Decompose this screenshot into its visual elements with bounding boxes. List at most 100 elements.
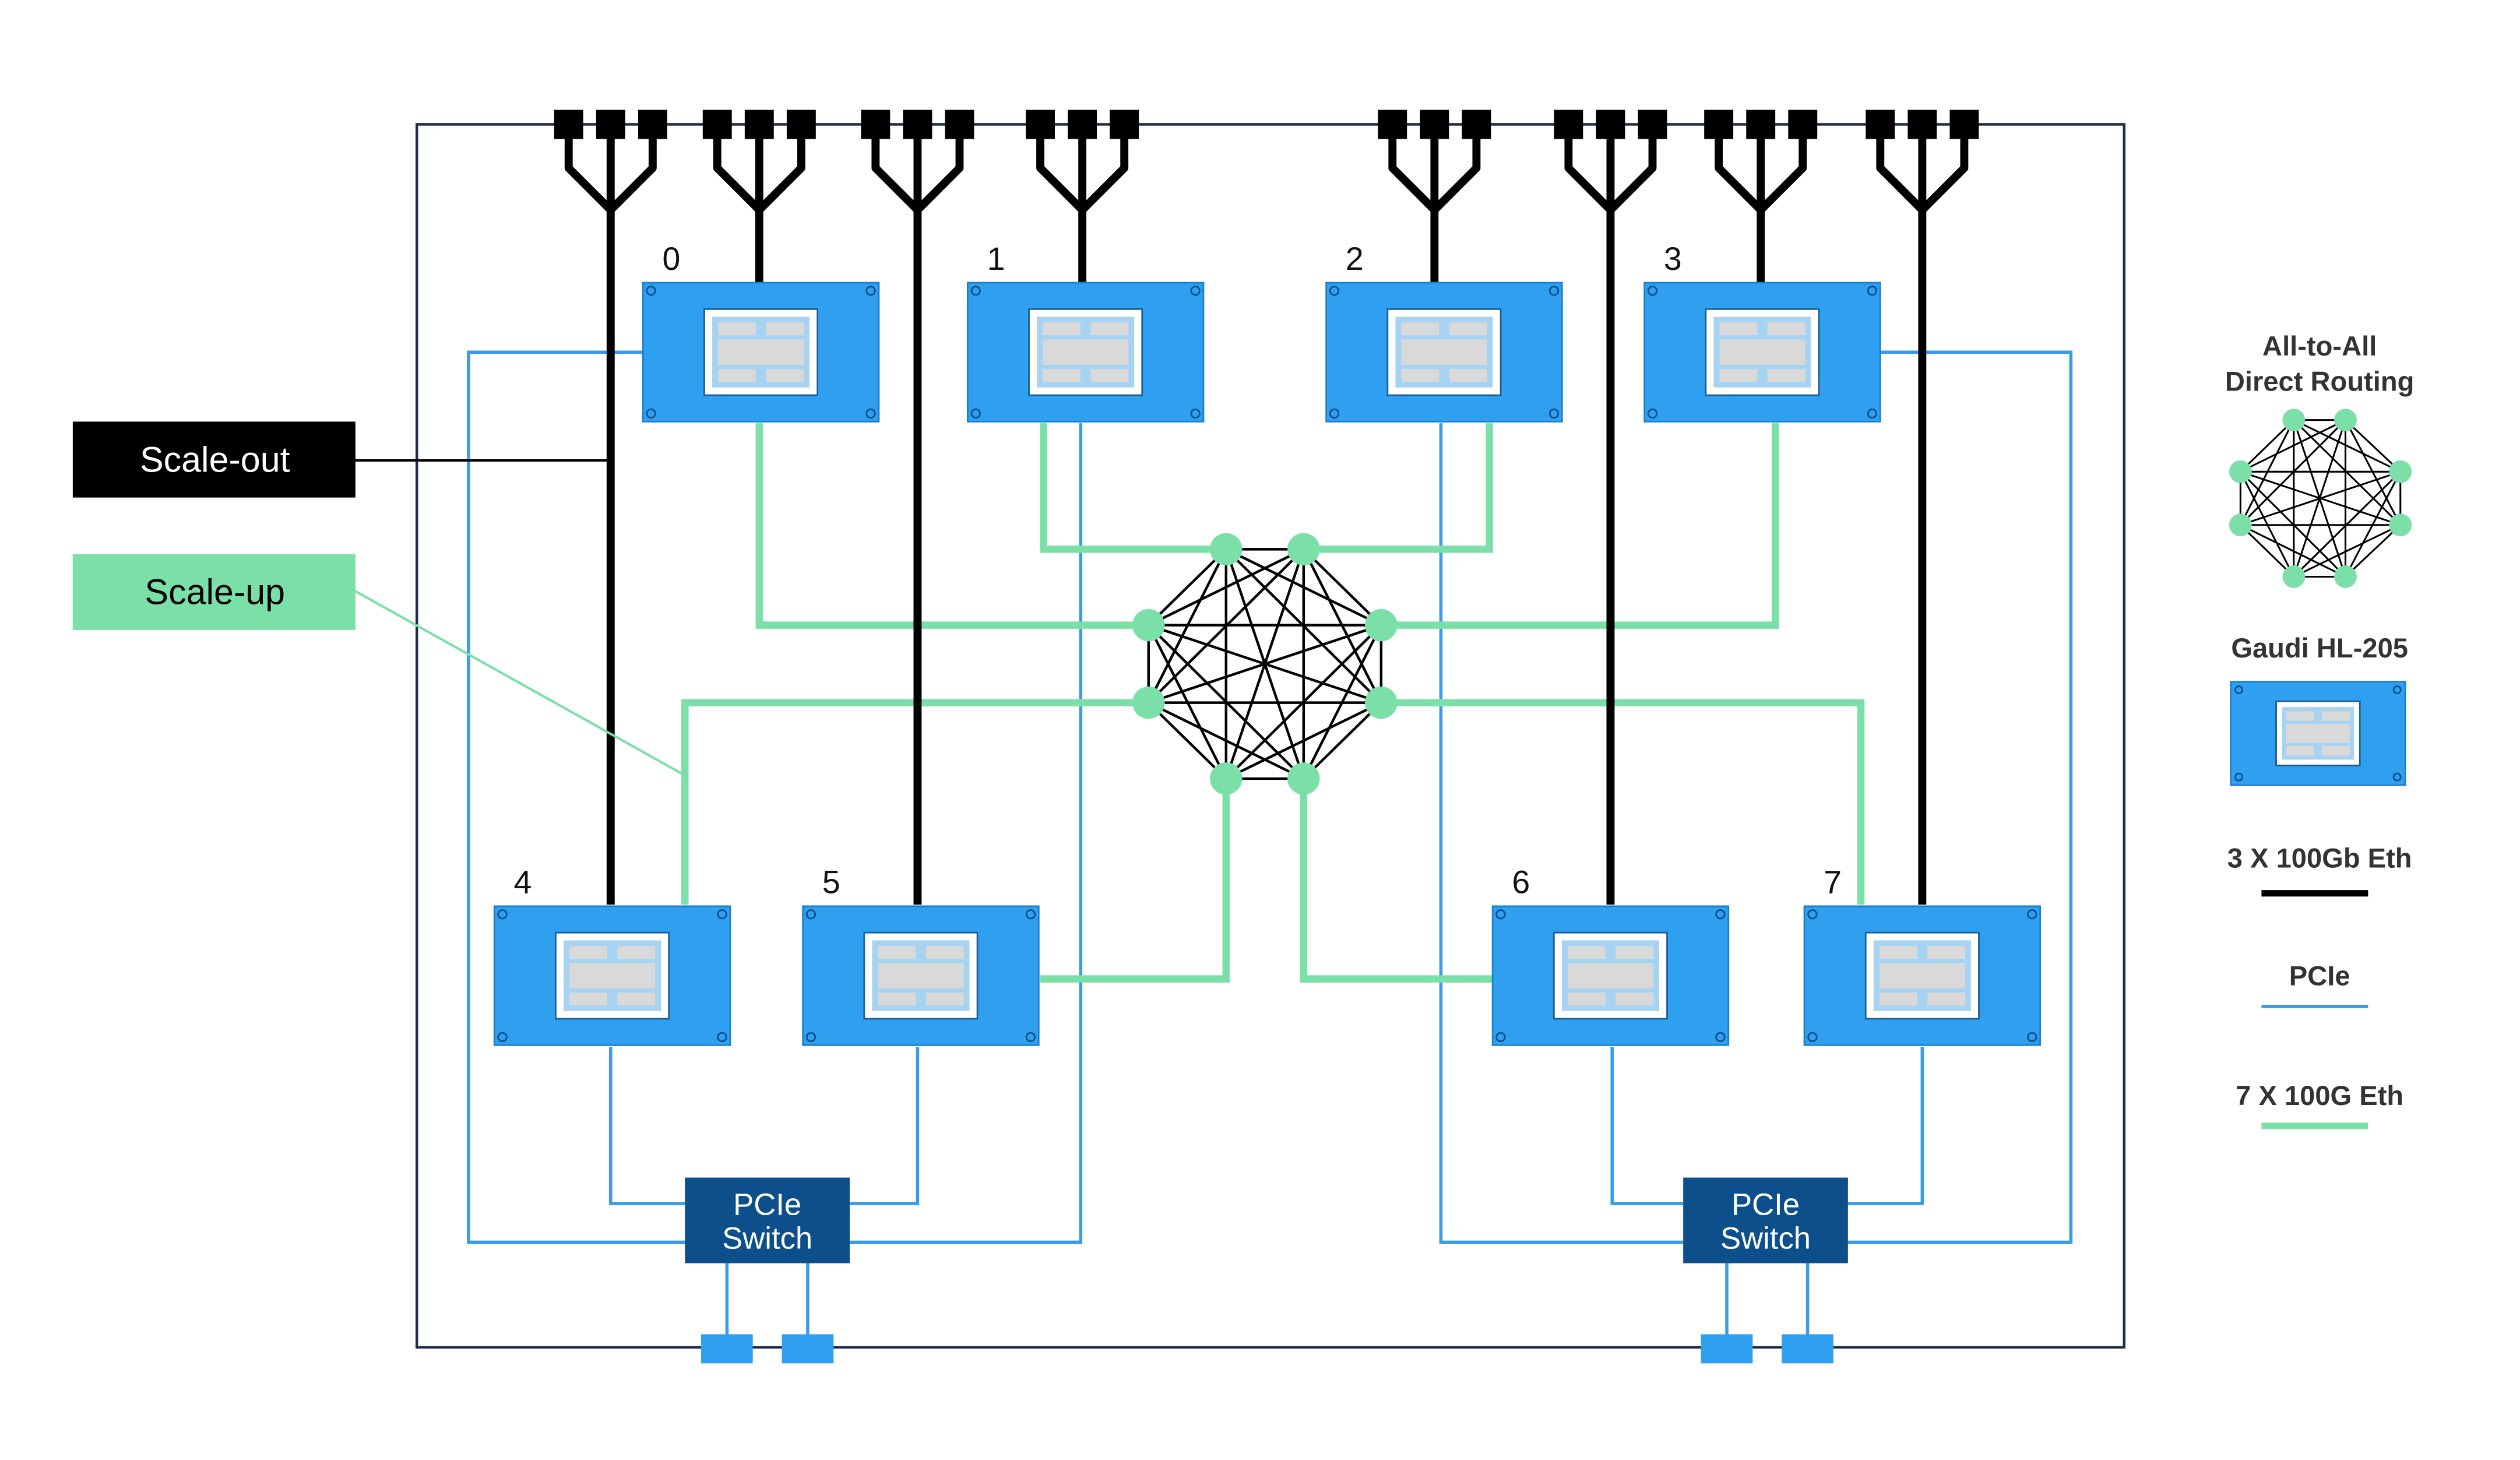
- cable-leg: [871, 135, 921, 213]
- hbm-pad: [2286, 711, 2314, 721]
- ethernet-port: [1638, 110, 1667, 139]
- pcie-link: [850, 423, 1083, 1244]
- mounting-hole: [1190, 408, 1201, 419]
- mounting-hole: [646, 408, 656, 419]
- mesh-node: [2334, 409, 2357, 432]
- module-number: 6: [1512, 864, 1530, 900]
- pcie-edge-connector: [1782, 1334, 1833, 1364]
- scale-up-callout-box: [72, 554, 356, 630]
- hbm-pad: [1767, 322, 1805, 336]
- gaudi-module-4: [493, 905, 731, 1046]
- legend-gaudi-module: [2230, 681, 2406, 786]
- scale-up-link: [1381, 699, 1865, 905]
- all-to-all-mesh: [1132, 533, 1398, 795]
- cable-leg: [914, 135, 964, 213]
- mounting-hole: [1715, 909, 1726, 920]
- pcie-switch-right: PCIe Switch: [1683, 1177, 1848, 1264]
- mounting-hole: [1329, 408, 1340, 419]
- ethernet-port: [861, 110, 891, 139]
- ethernet-port: [1026, 110, 1055, 139]
- mounting-hole: [1807, 1032, 1818, 1043]
- scale-up-link: [1381, 423, 1779, 629]
- mounting-hole: [717, 1032, 727, 1043]
- module-number: 3: [1664, 241, 1682, 277]
- ethernet-port: [744, 110, 774, 139]
- cable-leg: [1919, 135, 1969, 213]
- mounting-hole: [1548, 408, 1560, 419]
- hbm-pad: [1719, 369, 1758, 382]
- ethernet-port: [1554, 110, 1583, 139]
- mesh-node: [2229, 513, 2252, 537]
- cable-leg: [564, 135, 614, 213]
- scale-up-callout: Scale-up: [72, 554, 686, 777]
- gaudi-module-3: [1643, 282, 1881, 423]
- mesh-link: [2293, 524, 2401, 578]
- hbm-pad: [1043, 322, 1080, 336]
- hbm-pad: [1927, 946, 1965, 959]
- pcie-link: [1610, 1047, 1684, 1205]
- pcie-link: [467, 350, 685, 1244]
- cable-leg: [1876, 135, 1926, 213]
- gaudi-module-0: [642, 282, 880, 423]
- scale-up-links: [681, 423, 1865, 983]
- hbm-pad: [1567, 946, 1606, 959]
- board-frame: [415, 123, 2126, 1349]
- pcie-switch-label: Switch: [1720, 1221, 1811, 1255]
- compute-die: [1567, 963, 1653, 988]
- mesh-node: [2389, 513, 2412, 537]
- port-fanout: [1378, 110, 1491, 213]
- hbm-pad: [718, 322, 756, 336]
- pcie-link: [609, 1047, 685, 1205]
- mesh-link: [2240, 470, 2401, 526]
- legend-mesh-icon: [2229, 409, 2412, 588]
- ethernet-port: [1907, 110, 1937, 139]
- hbm-pad: [617, 946, 656, 959]
- ethernet-port: [1110, 110, 1139, 139]
- scale-out-callout-label: Scale-out: [140, 439, 290, 479]
- module-number: 2: [1346, 241, 1364, 277]
- module-number: 7: [1824, 864, 1842, 900]
- compute-die: [1719, 339, 1805, 365]
- pcie-link: [1439, 423, 1684, 1244]
- scale-up-link: [1303, 423, 1493, 553]
- legend: All-to-All Direct Routing Gaudi HL-205 3…: [2225, 330, 2414, 1130]
- mesh-link: [1148, 624, 1305, 780]
- pcie-switch-label: PCIe: [733, 1187, 801, 1222]
- scale-out-callout: Scale-out: [72, 421, 611, 498]
- hbm-pad: [878, 993, 916, 1005]
- cable-leg: [1079, 135, 1129, 213]
- port-fanout: [702, 110, 816, 213]
- legend-scale-out-link-title: 3 X 100Gb Eth: [2227, 842, 2412, 873]
- mesh-link: [1148, 548, 1304, 627]
- mesh-link: [2240, 524, 2294, 578]
- hbm-pad: [1090, 369, 1129, 382]
- scale-up-callout-label: Scale-up: [145, 572, 285, 612]
- mesh-node: [2389, 460, 2412, 483]
- mounting-hole: [1715, 1032, 1726, 1043]
- mesh-node: [1287, 762, 1320, 795]
- mesh-link: [1148, 701, 1304, 780]
- mounting-hole: [2234, 772, 2244, 782]
- scale-up-callout-leader: [354, 590, 686, 777]
- pcie-edge-connectors: [701, 1334, 1833, 1364]
- scale-up-link: [681, 699, 1149, 905]
- mounting-hole: [1329, 286, 1340, 296]
- module-number: 4: [514, 864, 532, 900]
- mounting-hole: [865, 286, 876, 296]
- hbm-pad: [1767, 369, 1805, 382]
- hbm-pad: [925, 946, 964, 959]
- scale-up-link: [755, 423, 1149, 629]
- hbm-pad: [1401, 369, 1440, 382]
- hbm-pad: [1927, 993, 1965, 1005]
- legend-all-to-all-title: All-to-All: [2262, 330, 2377, 361]
- legend-gaudi-title: Gaudi HL-205: [2231, 632, 2408, 663]
- compute-die: [2286, 724, 2350, 743]
- mounting-hole: [1867, 408, 1878, 419]
- mounting-hole: [2027, 909, 2037, 920]
- mesh-node: [1210, 762, 1243, 795]
- mesh-link: [1225, 701, 1382, 780]
- hbm-pad: [617, 993, 656, 1005]
- cable-leg: [1715, 135, 1764, 213]
- compute-die: [1401, 339, 1487, 365]
- hbm-pad: [1616, 946, 1653, 959]
